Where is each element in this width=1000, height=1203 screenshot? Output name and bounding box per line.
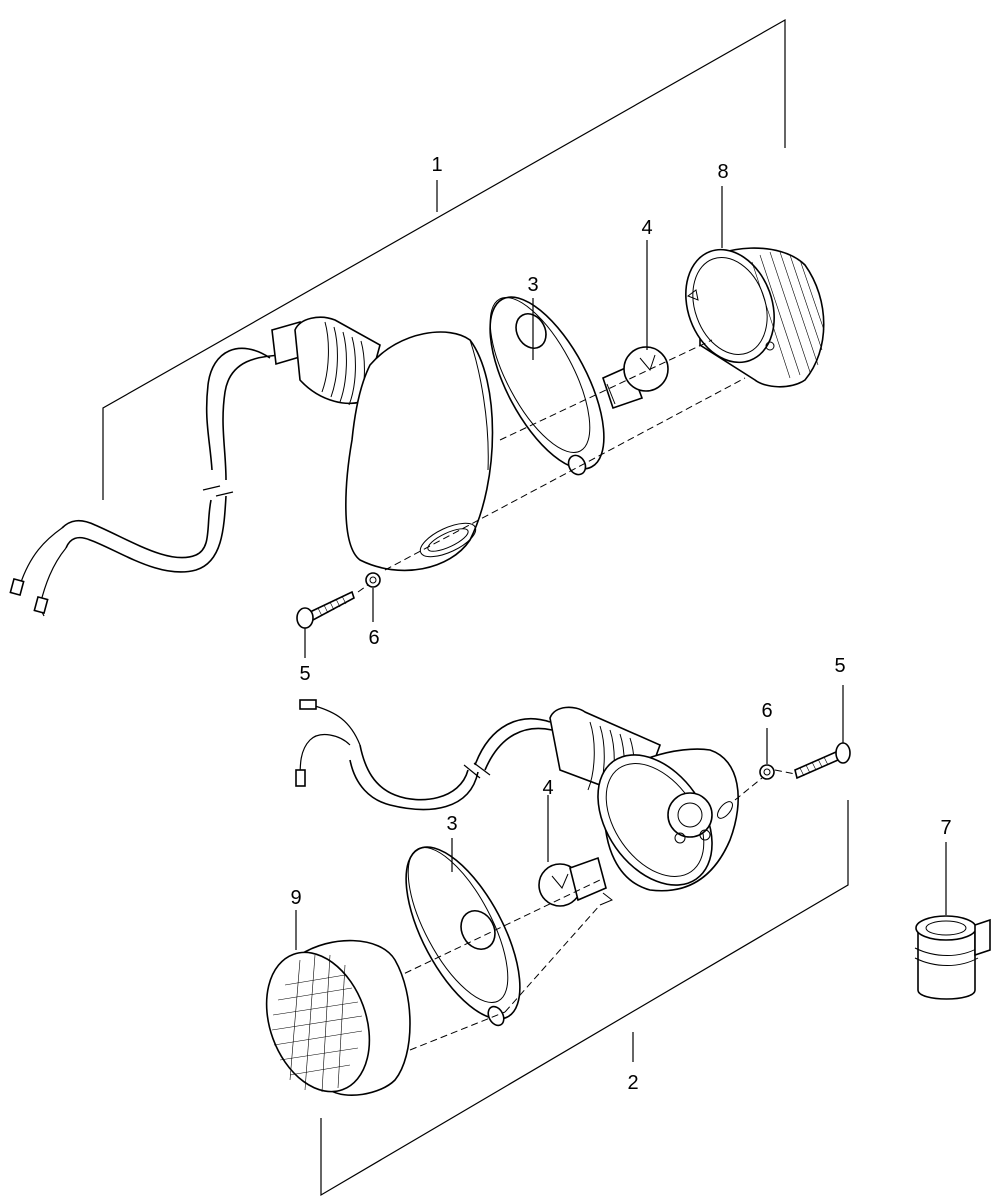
- upper-alignment-lines: [384, 339, 746, 571]
- lower-alignment-lines: [394, 879, 613, 1051]
- callout-9: 9: [290, 887, 302, 909]
- callout-1: 1: [431, 154, 443, 176]
- upper-housing-with-wires: [9, 316, 494, 617]
- callout-4-lower: 4: [542, 777, 554, 799]
- callout-5-lower: 5: [834, 655, 846, 677]
- callout-6-upper: 6: [368, 627, 380, 649]
- callout-7: 7: [940, 817, 952, 839]
- leader-lines: [532, 186, 723, 1062]
- socket-part: [914, 842, 991, 1000]
- upper-bulb: [602, 346, 669, 410]
- lower-housing-with-wires: [295, 699, 739, 892]
- upper-screw-and-washer: [296, 572, 381, 658]
- callout-8: 8: [717, 161, 729, 183]
- lower-screw-and-washer: [734, 685, 851, 801]
- callout-5-upper: 5: [299, 663, 311, 685]
- assembly-2-bracket: [320, 800, 849, 1197]
- callout-2: 2: [627, 1072, 639, 1094]
- callout-4-upper: 4: [641, 217, 653, 239]
- callout-6-lower: 6: [761, 700, 773, 722]
- callout-3-lower: 3: [446, 813, 458, 835]
- lower-bulb: [538, 795, 607, 907]
- upper-lens-ring: [685, 247, 825, 388]
- lower-lens: [265, 910, 411, 1096]
- callout-3-upper: 3: [527, 274, 539, 296]
- assembly-1-bracket: [102, 18, 786, 500]
- lower-gasket: [405, 838, 521, 1027]
- upper-gasket: [489, 296, 605, 476]
